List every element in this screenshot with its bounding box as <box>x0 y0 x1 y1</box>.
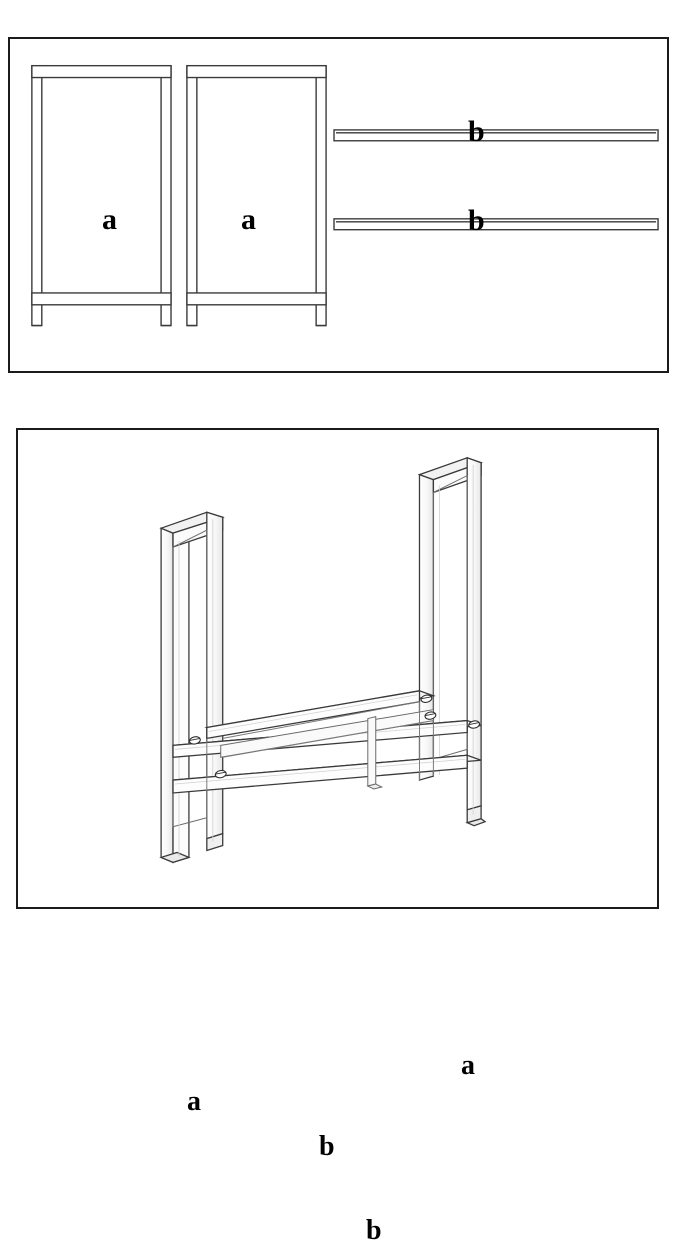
assembly-label-b-lower: b <box>366 1215 382 1246</box>
assembly-label-b-upper: b <box>319 1131 335 1162</box>
side-frame-a-right-drawing <box>186 64 327 327</box>
fastener-bolts <box>188 694 481 779</box>
cross-rail-b-lower-drawing <box>333 218 659 231</box>
assembly-floor-support <box>366 715 384 790</box>
part-label-b-upper: b <box>468 115 485 148</box>
part-label-b-lower: b <box>468 204 485 237</box>
assembled-side-frame-a-left <box>159 511 225 864</box>
part-label-a-right: a <box>241 203 256 236</box>
exploded-parts-panel: a a b b <box>8 37 669 373</box>
bolt-icon-left-lower <box>214 769 227 779</box>
bolt-icon-right-front-upper <box>468 720 481 729</box>
bolt-icon-right-rear-upper <box>420 694 433 703</box>
side-frame-a-left-drawing <box>31 64 172 327</box>
diagram-page: a a b b <box>8 37 669 1245</box>
assembled-view-panel: a a b b <box>16 428 659 1245</box>
assembly-label-a-left: a <box>187 1086 201 1117</box>
assembly-label-a-right: a <box>461 1050 475 1081</box>
assembly-illustration <box>159 456 487 864</box>
cross-rail-b-upper-drawing <box>333 129 659 142</box>
bolt-icon-left-upper <box>188 736 201 745</box>
parts-illustration <box>31 64 659 327</box>
assembly-inner-edges <box>206 701 434 839</box>
part-label-a-left: a <box>102 203 117 236</box>
bolt-icon-right-rear-lower <box>424 711 437 720</box>
